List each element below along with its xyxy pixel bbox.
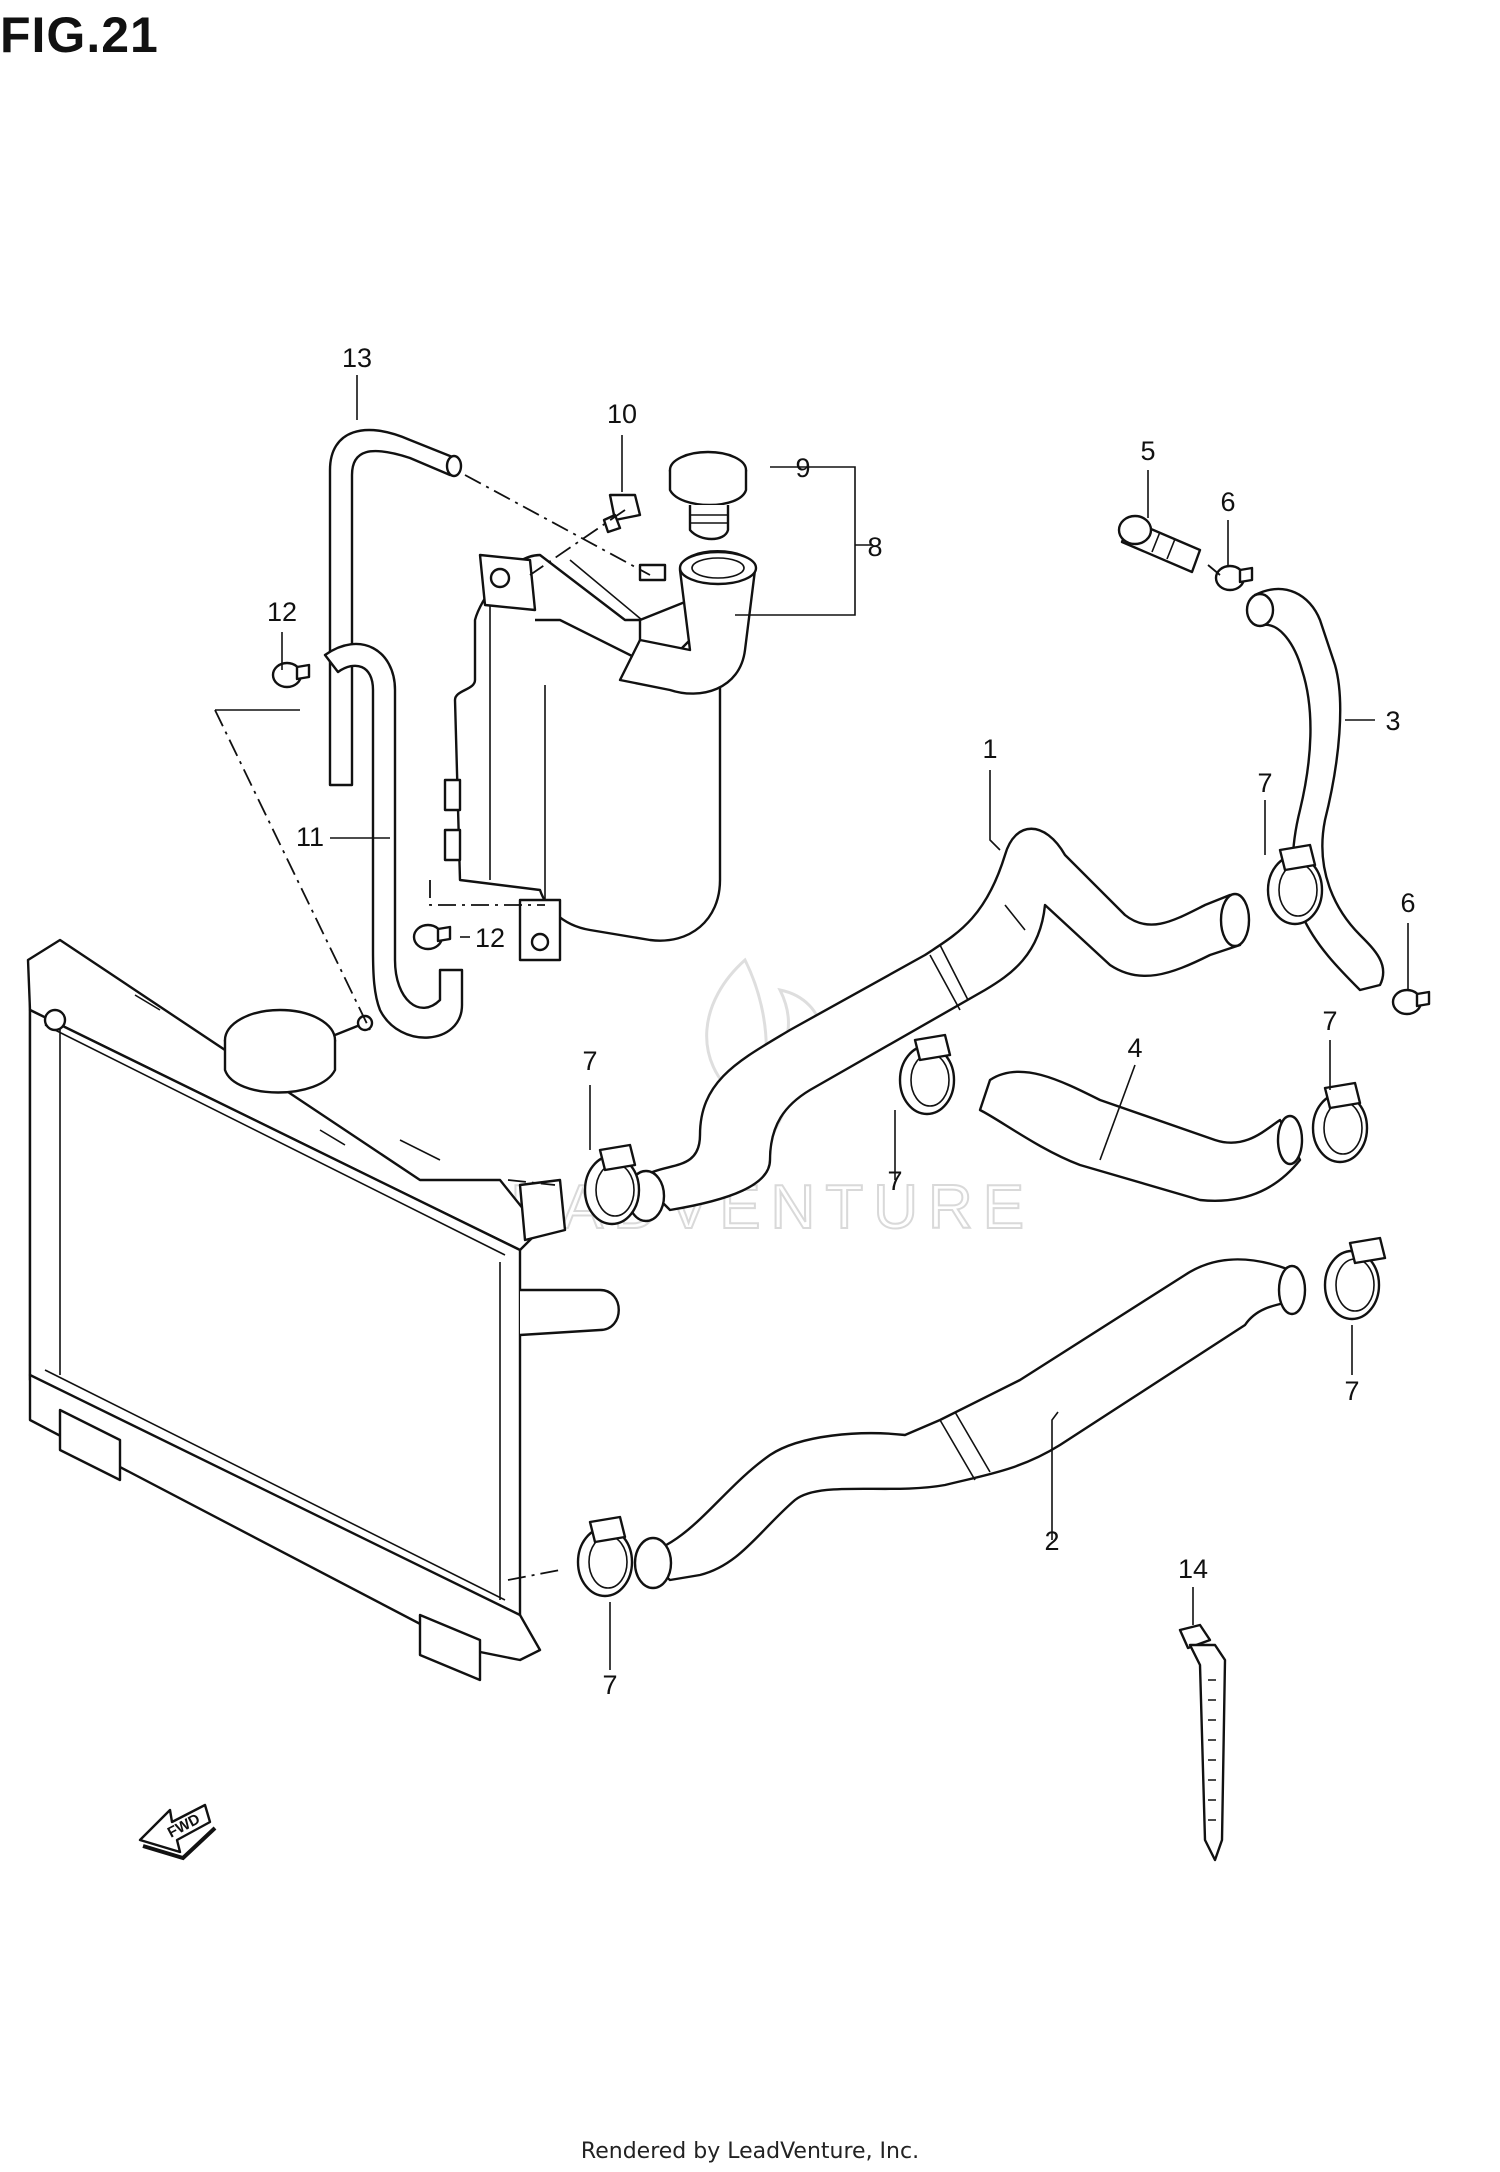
callout-2: 2 [1044, 1526, 1059, 1556]
hose-clamp [583, 1143, 641, 1226]
callout-7a: 7 [1257, 768, 1272, 798]
small-clamp [1214, 564, 1254, 592]
callout-5: 5 [1140, 436, 1155, 466]
hose-11 [323, 642, 464, 1039]
small-clamp [1391, 988, 1431, 1016]
bolt [602, 493, 642, 534]
callout-4: 4 [1127, 1033, 1142, 1063]
hose-clamp [1323, 1236, 1387, 1321]
callout-11: 11 [296, 822, 324, 852]
callout-7e: 7 [1344, 1376, 1359, 1406]
cable-tie [1178, 1623, 1227, 1862]
hose-clamp [898, 1033, 956, 1116]
hose-fitting [1117, 514, 1202, 574]
callout-10: 10 [607, 399, 637, 429]
callout-13: 13 [342, 343, 372, 373]
fwd-arrow-icon: FWD [138, 1803, 217, 1861]
callout-1: 1 [982, 734, 997, 764]
callout-7b: 7 [1322, 1006, 1337, 1036]
callout-7c: 7 [582, 1046, 597, 1076]
footer-credit: Rendered by LeadVenture, Inc. [580, 2139, 920, 2164]
callout-6a: 6 [1220, 487, 1235, 517]
figure-title: FIG.21 [0, 7, 159, 63]
hose-1 [638, 827, 1242, 1212]
hose-clamp [576, 1515, 634, 1598]
callout-7d: 7 [887, 1166, 902, 1196]
callout-8: 8 [867, 532, 882, 562]
radiator [26, 938, 620, 1682]
hose-4 [978, 1070, 1302, 1202]
callout-12a: 12 [267, 597, 297, 627]
reservoir-cap [668, 450, 748, 541]
hose-3 [1253, 587, 1385, 992]
reservoir-tank [443, 550, 758, 962]
callout-6b: 6 [1400, 888, 1415, 918]
hose-clamp [1311, 1081, 1369, 1164]
callout-9: 9 [795, 453, 810, 483]
callout-14: 14 [1178, 1554, 1208, 1584]
callout-7f: 7 [602, 1670, 617, 1700]
callout-3: 3 [1385, 706, 1400, 736]
hose-2 [638, 1258, 1302, 1582]
small-clamp [412, 923, 452, 951]
small-clamp [271, 661, 311, 689]
hose-clamp [1266, 843, 1324, 926]
callout-12b: 12 [475, 923, 505, 953]
